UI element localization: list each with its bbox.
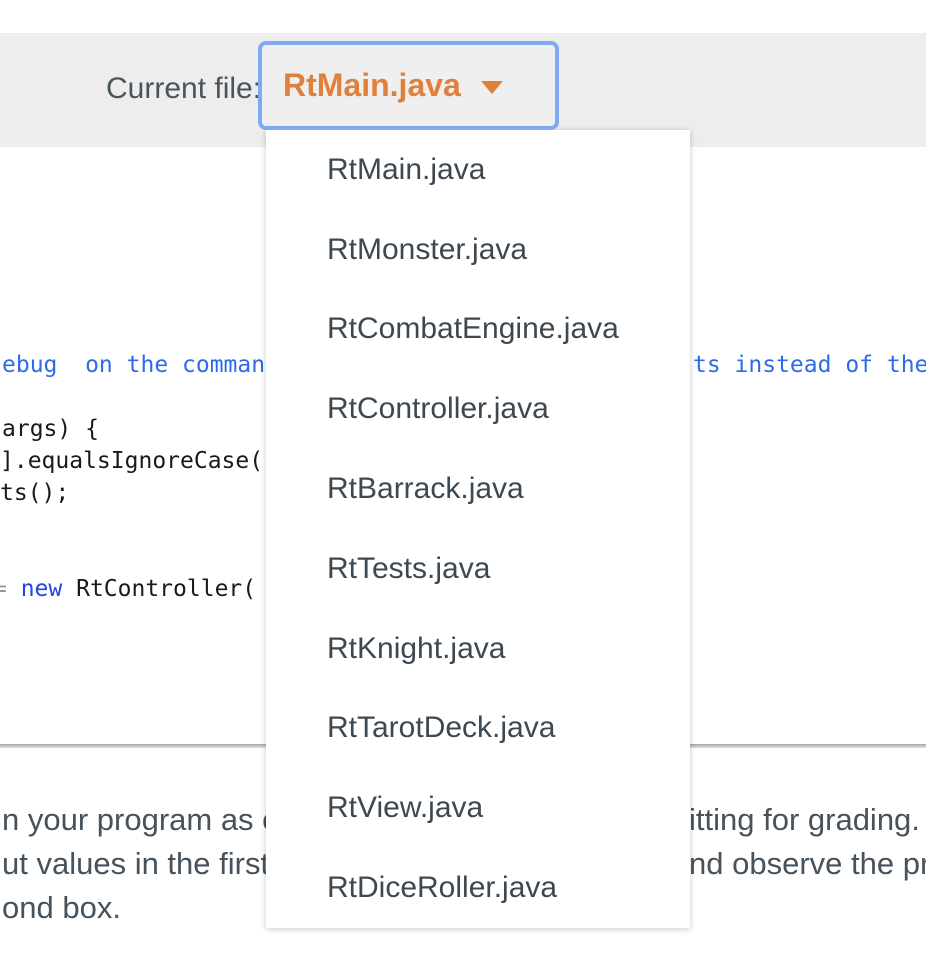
code-line-new-controller: = new RtController( (0, 573, 256, 605)
dropdown-item-rtcontroller[interactable]: RtController.java (327, 392, 549, 426)
dropdown-item-rtcombatengine[interactable]: RtCombatEngine.java (327, 312, 619, 346)
file-dropdown-menu: RtMain.java RtMonster.java RtCombatEngin… (266, 130, 690, 928)
code-new-keyword: new (20, 576, 63, 602)
code-equals-operator: = (0, 576, 21, 602)
dropdown-item-rtknight[interactable]: RtKnight.java (327, 631, 506, 665)
instructions-line1-right: itting for grading. (689, 802, 920, 837)
instructions-line2-right: nd observe the pr (689, 846, 926, 881)
dropdown-item-rtview[interactable]: RtView.java (327, 791, 484, 825)
instructions-line2-left: ut values in the first (2, 846, 270, 881)
dropdown-item-rtbarrack[interactable]: RtBarrack.java (327, 472, 524, 506)
instructions-line1-left: n your program as o (2, 802, 280, 837)
selected-file-value: RtMain.java (283, 67, 461, 103)
dropdown-item-rtmonster[interactable]: RtMonster.java (327, 232, 528, 266)
code-line-args: args) { (2, 416, 99, 442)
dropdown-item-rtmain[interactable]: RtMain.java (327, 152, 486, 186)
file-select-button[interactable]: RtMain.java (258, 41, 559, 130)
current-file-label: Current file: (106, 72, 262, 105)
code-comment-fragment-right: ts instead of the (693, 352, 926, 378)
dropdown-item-rttests[interactable]: RtTests.java (327, 551, 491, 585)
code-comment-fragment-left: ebug on the comman (2, 352, 266, 378)
instructions-line3-left: ond box. (2, 890, 121, 925)
code-line-ts: ts(); (0, 480, 70, 506)
dropdown-item-rtdiceroller[interactable]: RtDiceRoller.java (327, 871, 558, 905)
code-new-rest: RtController( (62, 576, 257, 602)
dropdown-item-rttarotdeck[interactable]: RtTarotDeck.java (327, 711, 556, 745)
chevron-down-icon (480, 81, 503, 94)
code-line-equalsignorecase: ].equalsIgnoreCase( (0, 448, 264, 474)
